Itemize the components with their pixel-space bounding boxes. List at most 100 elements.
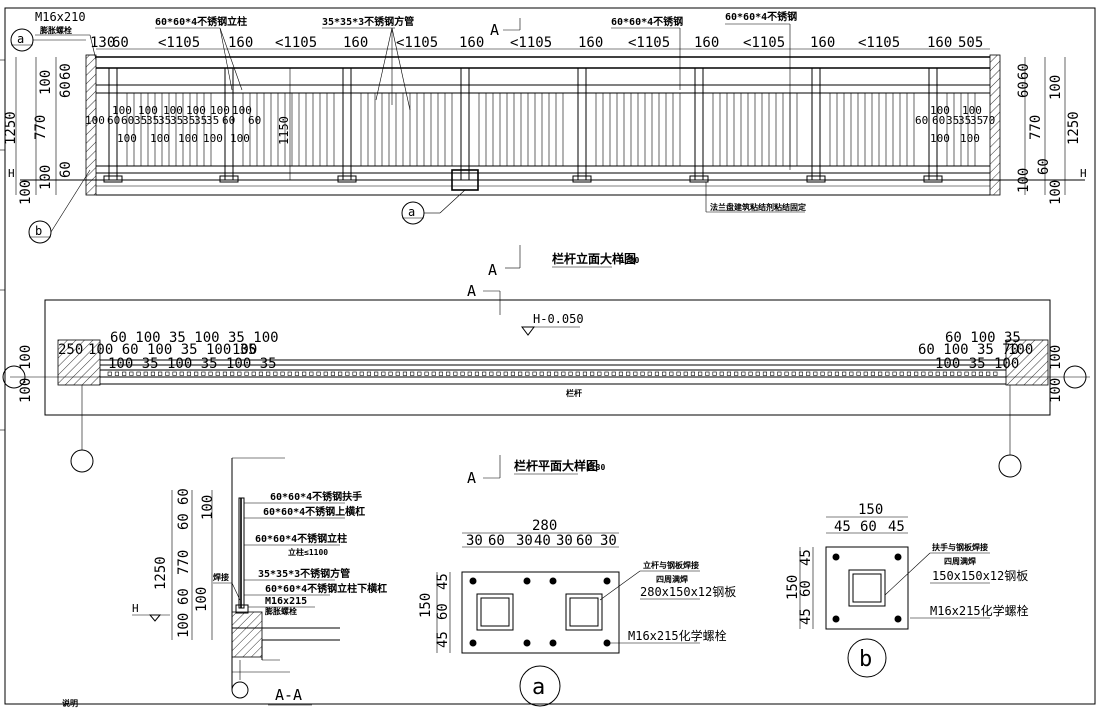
bars xyxy=(126,93,976,166)
svg-text:60: 60 xyxy=(1016,81,1032,98)
plan-bar xyxy=(561,371,566,376)
plan-level: H-0.050 xyxy=(533,312,584,326)
svg-text:60: 60 xyxy=(435,603,451,620)
plan-bubble-right-bottom xyxy=(998,454,1022,478)
plan-bar xyxy=(950,371,955,376)
svg-text:100: 100 xyxy=(232,104,252,117)
plan-bar xyxy=(388,371,393,376)
plan-bar xyxy=(712,371,717,376)
plan-bar xyxy=(258,371,264,376)
left-wall xyxy=(85,54,97,196)
plan-bar xyxy=(798,371,804,376)
svg-text:35: 35 xyxy=(170,114,183,127)
plan-bar xyxy=(402,371,408,376)
plan-bar xyxy=(179,371,184,376)
plan-bar xyxy=(158,371,163,376)
plan-bar xyxy=(827,371,832,376)
plan-bar xyxy=(618,371,624,376)
svg-text:立杆与钢板焊接: 立杆与钢板焊接 xyxy=(643,560,699,570)
svg-text:M16x215化学螺栓: M16x215化学螺栓 xyxy=(628,628,727,643)
svg-text:150: 150 xyxy=(418,593,434,618)
section-view: 60*60*4不锈钢扶手 60*60*4不锈钢上横杠 60*60*4不锈钢立柱 … xyxy=(132,457,387,706)
svg-text:a: a xyxy=(17,32,24,46)
plan-bar xyxy=(986,371,991,376)
svg-text:60 100 35 100 35 100: 60 100 35 100 35 100 xyxy=(110,330,279,346)
svg-text:45: 45 xyxy=(435,631,451,648)
svg-text:45: 45 xyxy=(798,608,814,625)
plan-bar xyxy=(719,371,724,376)
plan-outline xyxy=(44,299,1051,416)
svg-text:100: 100 xyxy=(232,342,257,358)
svg-text:a: a xyxy=(532,675,545,700)
svg-text:100: 100 xyxy=(1048,75,1064,100)
svg-text:<1105: <1105 xyxy=(510,35,552,51)
plan-bar xyxy=(676,371,681,376)
plan-bar xyxy=(136,371,141,376)
plan-bar xyxy=(784,371,789,376)
plan-bar xyxy=(525,371,530,376)
bar-dims-right: 100 100 60 60 35 35 35 70 100 100 xyxy=(915,104,995,145)
svg-text:100: 100 xyxy=(1048,345,1064,370)
plan-bar xyxy=(856,371,861,376)
plan-bar xyxy=(539,371,544,376)
plan-bar xyxy=(726,371,732,376)
anchor-bolt xyxy=(832,553,840,561)
plan-bar xyxy=(698,371,703,376)
plan-bar xyxy=(546,371,552,376)
plan-bar xyxy=(906,371,912,376)
svg-text:60: 60 xyxy=(107,114,120,127)
plan-grid-bubble-left xyxy=(2,365,26,389)
plan-bubble-left-bottom xyxy=(70,449,94,473)
height-dim: 1150 xyxy=(277,116,291,145)
plan-bar xyxy=(748,371,753,376)
plan-bar xyxy=(208,371,213,376)
bars-label: 35*35*3不锈钢方管 xyxy=(322,15,414,28)
posts xyxy=(103,67,943,191)
plan-bar xyxy=(460,371,465,376)
svg-text:45: 45 xyxy=(834,519,851,535)
svg-text:60 100 35 70: 60 100 35 70 xyxy=(918,342,1019,358)
plan-bar xyxy=(870,371,876,376)
plan-bar xyxy=(251,371,256,376)
anchor-bolt xyxy=(549,577,557,585)
plan-grid-bubble-right xyxy=(1063,365,1087,389)
plan-bar xyxy=(777,371,782,376)
plan-bar xyxy=(878,371,883,376)
plan-bar xyxy=(791,371,796,376)
anchor-bolt xyxy=(469,639,477,647)
plan-bar xyxy=(323,371,328,376)
plan-bar xyxy=(942,371,948,376)
svg-text:160: 160 xyxy=(343,35,368,51)
plan-bar xyxy=(467,371,472,376)
svg-text:四周满焊: 四周满焊 xyxy=(656,574,688,584)
plan-bar xyxy=(762,371,768,376)
svg-text:100: 100 xyxy=(930,104,950,117)
svg-text:35: 35 xyxy=(970,114,983,127)
svg-text:60 100 35: 60 100 35 xyxy=(945,330,1021,346)
elevation-view: 130 60 <1105 160 <1105 160 <1105 160 <11… xyxy=(3,10,1087,279)
plan-bar xyxy=(935,371,940,376)
rail-label-2: 60*60*4不锈钢 xyxy=(725,10,797,23)
svg-text:100: 100 xyxy=(163,104,183,117)
plan-bar xyxy=(150,371,155,376)
section-labels: 60*60*4不锈钢扶手 60*60*4不锈钢上横杠 60*60*4不锈钢立柱 … xyxy=(244,490,387,616)
plan-bar xyxy=(604,371,609,376)
detail-b-view: 150 45 60 45 45 60 45 150 扶手与钢板焊接 四周满焊 1… xyxy=(785,502,1029,678)
section-title: A-A xyxy=(275,686,302,704)
section-bubble xyxy=(231,681,249,699)
anchor-bolt xyxy=(894,615,902,623)
plan-bar xyxy=(503,371,508,376)
plan-bar xyxy=(518,371,523,376)
plan-bar xyxy=(338,371,343,376)
footer-note: 说明 xyxy=(62,698,78,708)
sheet-border xyxy=(4,7,1096,705)
plan-bar xyxy=(626,371,631,376)
bar-dims-left: 100 100 100 100 100 100 100 60 60 35 35 … xyxy=(85,104,261,145)
svg-text:60: 60 xyxy=(248,114,261,127)
svg-text:100: 100 xyxy=(1008,342,1033,358)
svg-text:770: 770 xyxy=(176,550,192,575)
plan-bar xyxy=(705,371,710,376)
svg-text:1250: 1250 xyxy=(3,111,19,145)
svg-text:60: 60 xyxy=(1036,158,1052,175)
svg-text:1:30: 1:30 xyxy=(586,463,605,472)
